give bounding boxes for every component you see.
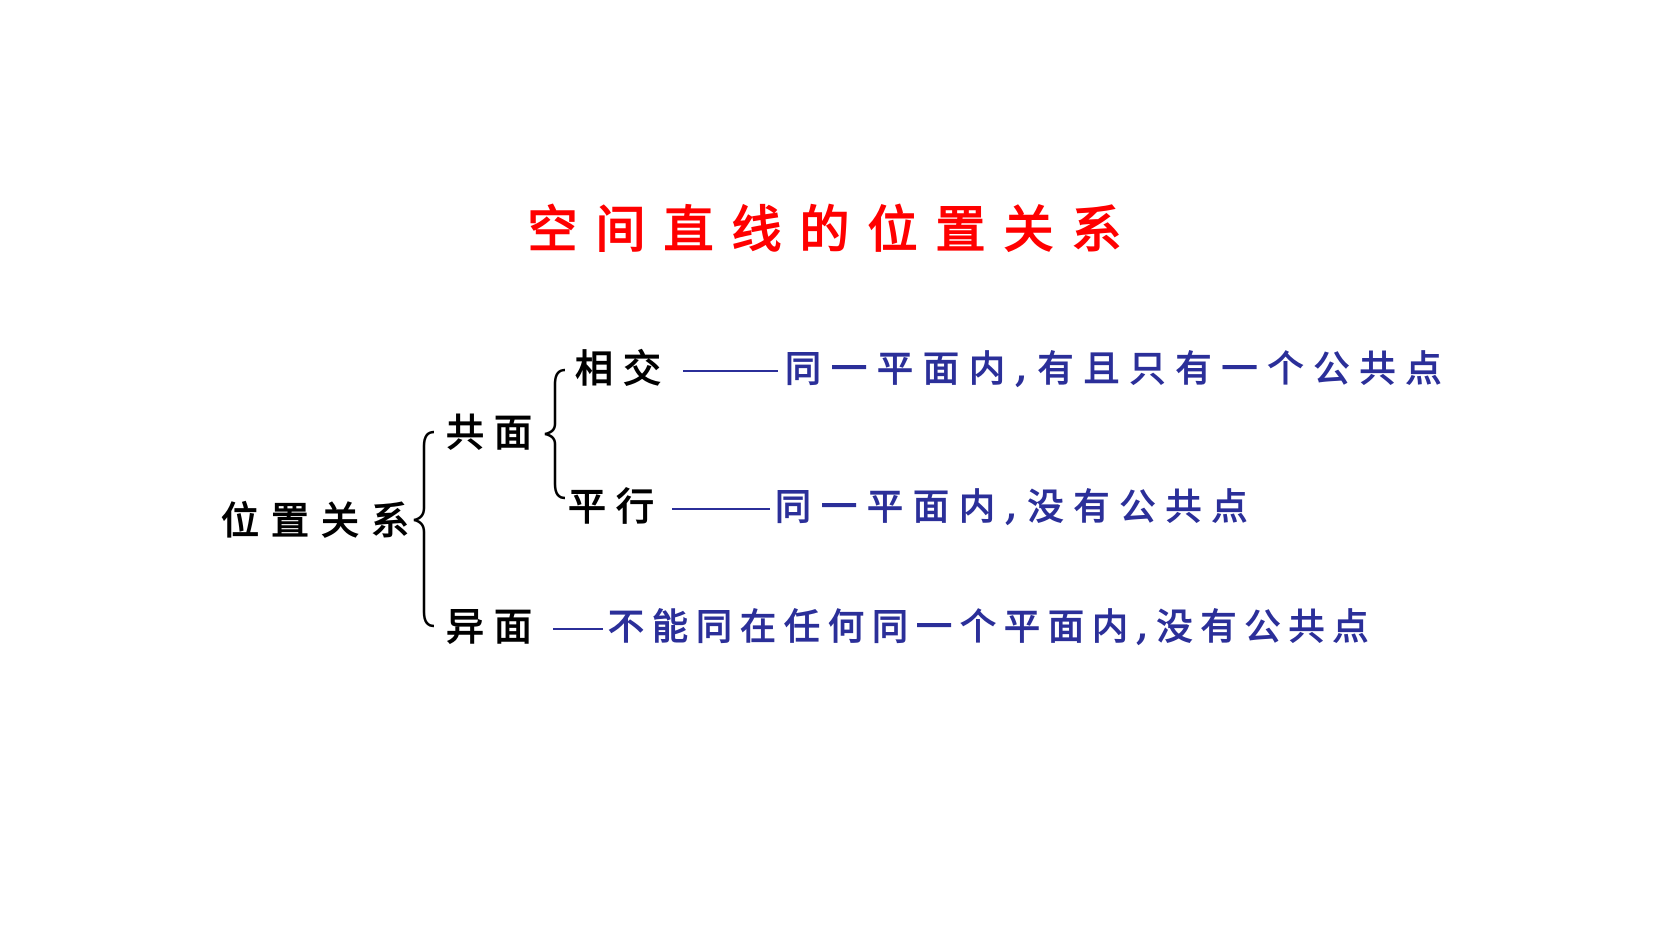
coplanar-brace [544, 368, 566, 500]
root-brace [413, 430, 435, 628]
root-label: 位置关系 [221, 498, 422, 543]
parallel-label: 平行 [568, 484, 665, 529]
parallel-dash [672, 508, 770, 510]
skew-dash [553, 628, 603, 630]
intersecting-description: 同一平面内,有且只有一个公共点 [785, 348, 1452, 390]
parallel-description: 同一平面内,没有公共点 [775, 486, 1258, 528]
slide-title: 空间直线的位置关系 [527, 200, 1140, 259]
skew-description: 不能同在任何同一个平面内,没有公共点 [608, 606, 1377, 648]
coplanar-label: 共面 [446, 410, 543, 455]
intersecting-label: 相交 [575, 346, 672, 391]
intersecting-dash [683, 370, 778, 372]
skew-label: 异面 [446, 604, 543, 649]
